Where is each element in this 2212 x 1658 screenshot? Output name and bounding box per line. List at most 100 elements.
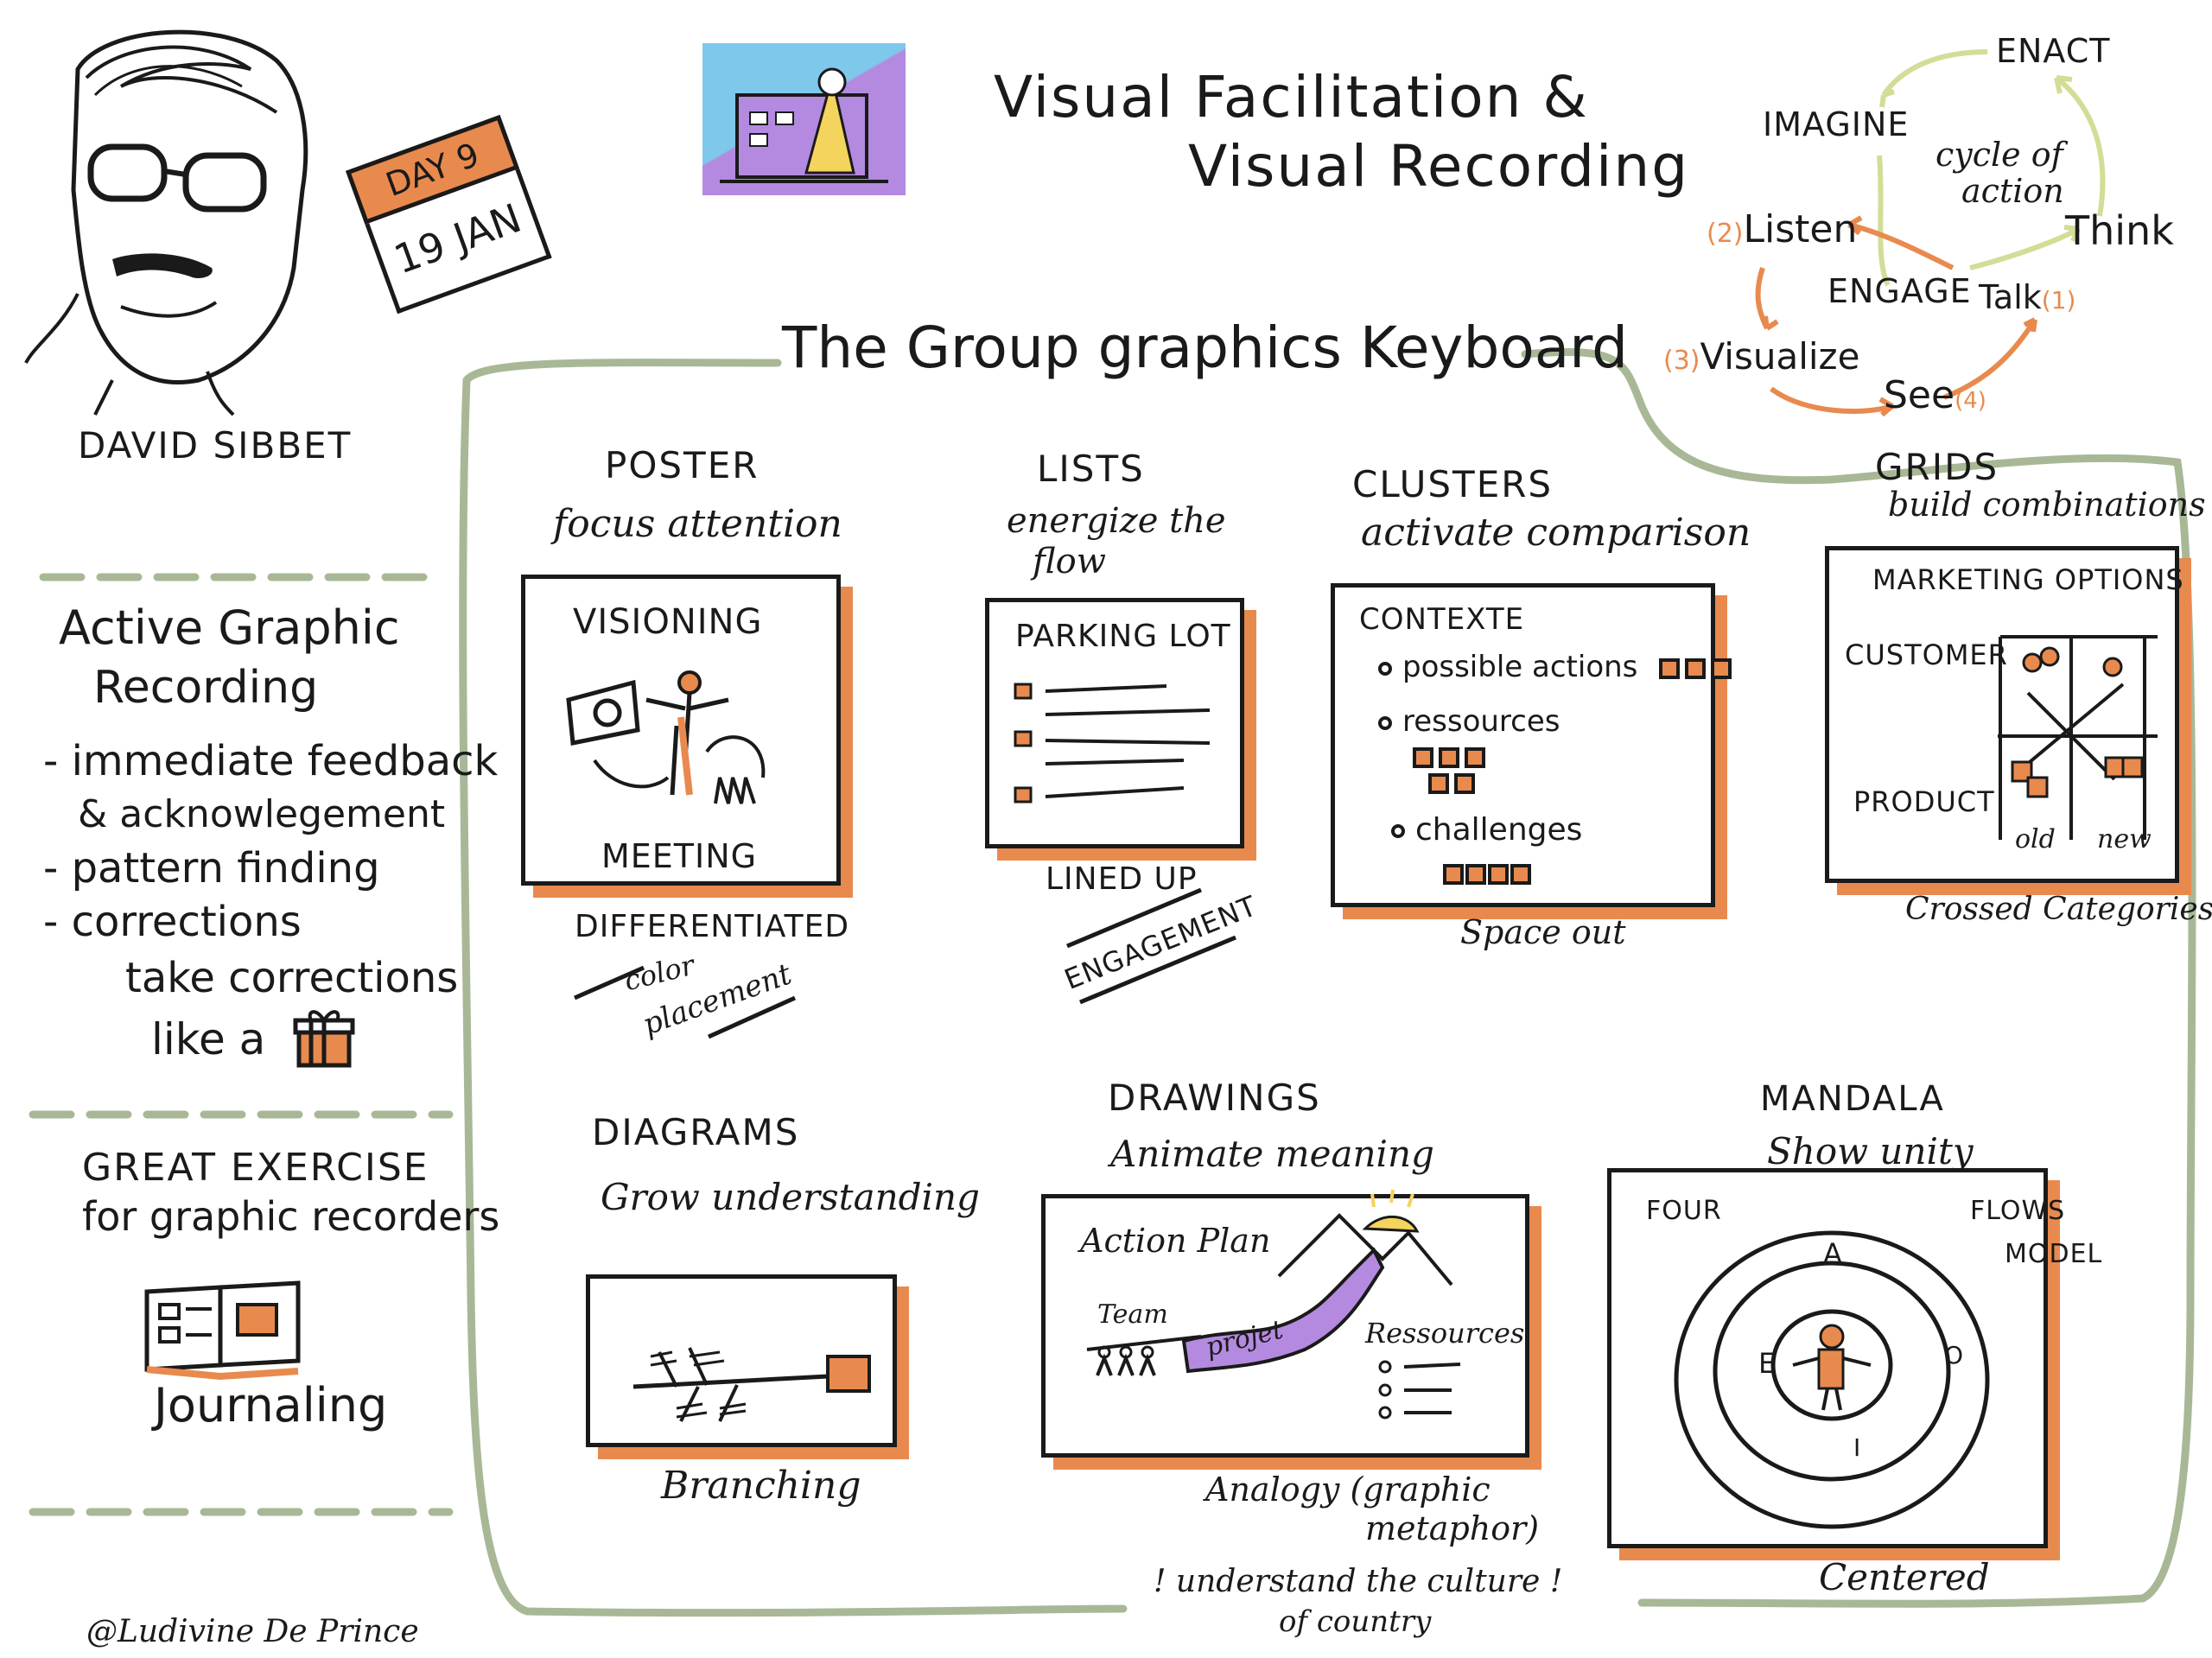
left-tip-line2: like a xyxy=(151,1014,266,1064)
grids-card-title: MARKETING OPTIONS xyxy=(1872,563,2184,596)
speaker-name: DAVID SIBBET xyxy=(78,424,353,467)
cycle-arrows xyxy=(1755,49,2106,417)
mandala-o: O xyxy=(1944,1341,1965,1369)
author-credit: @Ludivine De Prince xyxy=(86,1614,419,1649)
left-list-item: - immediate feedback xyxy=(43,737,499,785)
poster-tagline: focus attention xyxy=(553,502,842,546)
drawings-under-line2: metaphor) xyxy=(1365,1509,1540,1547)
grids-name: GRIDS xyxy=(1875,446,1999,488)
cycle-visualize-label: Visualize xyxy=(1700,335,1860,378)
sticky-note-icon xyxy=(1454,773,1475,794)
mandala-flows: FLOWS xyxy=(1970,1196,2066,1226)
diagrams-under: Branching xyxy=(661,1464,861,1508)
sticky-row xyxy=(1443,864,1536,885)
grids-col1: old xyxy=(2015,824,2056,854)
journaling-label: Journaling xyxy=(154,1378,388,1432)
grids-tagline: build combinations xyxy=(1888,486,2206,524)
mandala-card: FOUR FLOWS MODEL A E O I xyxy=(1607,1168,2101,1548)
lists-card: PARKING LOT xyxy=(985,598,1244,848)
drawings-note-line1: understand the culture xyxy=(1175,1564,1541,1599)
cycle-talk-label: Talk xyxy=(1979,278,2042,316)
clusters-tagline: activate comparison xyxy=(1361,511,1751,555)
lists-tagline-line1: energize the xyxy=(1007,501,1226,541)
poster-card: VISIONING MEETING xyxy=(521,575,841,886)
poster-card-top: VISIONING xyxy=(573,602,763,642)
grids-row1: CUSTOMER xyxy=(1845,638,2008,671)
cycle-listen-label: Listen xyxy=(1743,207,1858,251)
drawings-note-mark-end: ! xyxy=(1549,1564,1563,1599)
drawings-tagline: Animate meaning xyxy=(1110,1133,1434,1175)
cycle-center-line1: cycle of xyxy=(1936,136,2063,174)
gift-icon xyxy=(293,1010,355,1068)
sticky-note-icon xyxy=(1428,773,1449,794)
cycle-engage: ENGAGE xyxy=(1827,272,1972,310)
cycle-listen-num: (2) xyxy=(1707,219,1744,249)
cycle-talk-num: (1) xyxy=(2041,286,2076,314)
left-heading-line2: Recording xyxy=(93,662,319,714)
cycle-see-label: See xyxy=(1884,373,1955,417)
mandala-e: E xyxy=(1758,1347,1777,1380)
bullet-icon xyxy=(1391,824,1405,838)
cluster-item-label: challenges xyxy=(1415,812,1583,848)
cycle-talk: Talk(1) xyxy=(1979,278,2075,316)
diagrams-tagline: Grow understanding xyxy=(601,1176,980,1218)
cycle-visualize: (3)Visualize xyxy=(1663,335,1859,378)
poster-under: DIFFERENTIATED xyxy=(575,909,850,944)
cycle-center-line2: action xyxy=(1961,172,2064,210)
list-lines xyxy=(1014,683,1211,804)
sticky-note-icon xyxy=(1465,864,1486,885)
mandala-tagline: Show unity xyxy=(1767,1130,1974,1172)
mandala-circles xyxy=(1674,1230,1990,1529)
mandala-model: MODEL xyxy=(2005,1239,2103,1269)
portrait-illustration xyxy=(24,29,308,416)
cluster-item: possible actions xyxy=(1378,650,1737,684)
keyboard-title: The Group graphics Keyboard xyxy=(782,314,1629,381)
sticky-note-icon xyxy=(1465,747,1485,768)
lists-name: LISTS xyxy=(1037,448,1145,490)
exercise-line1: GREAT EXERCISE xyxy=(82,1146,429,1190)
poster-name: POSTER xyxy=(605,444,760,486)
sticky-cluster xyxy=(1413,747,1491,794)
cycle-see-num: (4) xyxy=(1955,388,1986,414)
notebook-icon xyxy=(144,1280,301,1381)
left-list-item: & acknowlegement xyxy=(78,792,446,836)
poster-note-strokes xyxy=(573,965,797,1039)
sticky-note-icon xyxy=(1443,864,1464,885)
exercise-line2: for graphic recorders xyxy=(82,1193,500,1240)
lists-tagline-line2: flow xyxy=(1033,542,1106,581)
page-title-line2: Visual Recording xyxy=(1188,133,1690,200)
event-logo-tile xyxy=(702,43,906,195)
left-list-item: - corrections xyxy=(43,898,302,946)
lists-note-strokes xyxy=(1066,887,1236,1005)
drawings-team: Team xyxy=(1097,1299,1168,1330)
cluster-item: challenges xyxy=(1391,812,1582,848)
mandala-i: I xyxy=(1853,1433,1862,1462)
drawings-note-line2: of country xyxy=(1279,1604,1432,1639)
clusters-under: Space out xyxy=(1460,913,1626,951)
sticky-note-icon xyxy=(1439,747,1459,768)
drawings-note: ! understand the culture ! xyxy=(1154,1564,1562,1599)
diagrams-card xyxy=(586,1274,897,1447)
sticky-note-icon xyxy=(1413,747,1433,768)
poster-card-bottom: MEETING xyxy=(601,837,758,875)
grids-under: Crossed Categories xyxy=(1905,892,2212,927)
left-list: - immediate feedback & acknowlegement - … xyxy=(43,734,498,949)
grid-matrix xyxy=(1998,635,2158,840)
cycle-enact: ENACT xyxy=(1996,32,2111,70)
drawings-card-title: Action Plan xyxy=(1080,1222,1271,1260)
cycle-imagine: IMAGINE xyxy=(1763,105,1910,143)
lists-card-title: PARKING LOT xyxy=(1015,619,1231,654)
lists-under: LINED UP xyxy=(1046,861,1198,897)
clusters-card-title: CONTEXTE xyxy=(1359,602,1525,637)
cycle-listen: (2)Listen xyxy=(1707,207,1857,251)
left-tip-line1: take corrections xyxy=(125,954,459,1002)
sticky-note-icon xyxy=(1711,657,1732,679)
page-title-line1: Visual Facilitation & xyxy=(994,64,1589,130)
cluster-item-label: ressources xyxy=(1402,704,1560,739)
drawings-card: Action Plan Team projet Ressources xyxy=(1041,1189,1529,1458)
mandala-under: Centered xyxy=(1819,1556,1990,1598)
sticky-note-icon xyxy=(1659,657,1681,679)
grids-col2: new xyxy=(2097,824,2152,854)
grids-row2: PRODUCT xyxy=(1853,785,1995,818)
